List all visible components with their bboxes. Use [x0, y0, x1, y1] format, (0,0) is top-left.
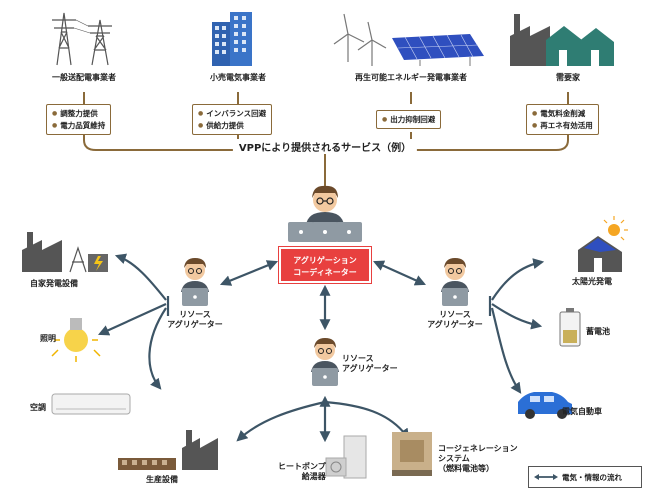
label-private-generator: 自家発電設備	[30, 279, 78, 288]
service-item: 調整力提供	[52, 108, 105, 120]
resource-aggregator-bottom-icon	[311, 338, 339, 386]
service-item: 出力抑制回避	[382, 114, 435, 126]
electric-vehicle-icon	[518, 392, 572, 419]
label-production: 生産設備	[146, 475, 178, 484]
private-generator-icon	[22, 232, 108, 273]
service-box-renewable: 出力抑制回避	[376, 110, 442, 129]
service-item: インバランス回避	[198, 108, 266, 120]
aggregation-coordinator-box: アグリゲーション コーディネーター	[279, 247, 371, 283]
coordinator-person-icon	[288, 185, 362, 242]
actor-label-retail: 小売電気事業者	[210, 73, 266, 82]
service-item: 電気料金削減	[532, 108, 593, 120]
production-equipment-icon	[118, 430, 218, 470]
cogen-line1: コージェネレーション	[438, 444, 518, 453]
double-arrow-icon	[534, 474, 558, 480]
heat-pump-icon	[325, 435, 367, 479]
cogen-line2: システム	[438, 454, 470, 463]
label-solar: 太陽光発電	[572, 277, 612, 286]
building-icon	[212, 12, 252, 66]
resource-aggregator-right-label: リソース アグリゲーター	[427, 310, 483, 330]
label-battery: 蓄電池	[586, 327, 610, 336]
ra-line1: リソース	[342, 354, 374, 363]
label-heatpump: ヒートポンプ 給湯器	[278, 462, 326, 482]
resource-aggregator-left-icon	[181, 258, 209, 306]
lighting-icon	[51, 318, 101, 362]
label-cogeneration: コージェネレーション システム （燃料電池等）	[438, 444, 518, 474]
transmission-tower-icon	[52, 12, 112, 66]
legend-label: 電気・情報の流れ	[562, 472, 622, 482]
storage-battery-icon	[559, 308, 581, 347]
service-box-retail: インバランス回避 供給力提供	[192, 104, 273, 135]
coordinator-line2: コーディネーター	[293, 268, 357, 277]
coordinator-line1: アグリゲーション	[293, 256, 357, 265]
ra-line2: アグリゲーター	[342, 364, 398, 373]
actor-label-transmission: 一般送配電事業者	[52, 73, 116, 82]
ra-line2: アグリゲーター	[167, 320, 223, 329]
cogeneration-icon	[392, 432, 432, 476]
ra-line2: アグリゲーター	[427, 320, 483, 329]
ra-line1: リソース	[439, 310, 471, 319]
ra-line1: リソース	[179, 310, 211, 319]
legend: 電気・情報の流れ	[528, 466, 642, 488]
heatpump-line1: ヒートポンプ	[278, 462, 326, 471]
heatpump-line2: 給湯器	[301, 472, 326, 481]
wind-solar-icon	[333, 13, 484, 66]
label-lighting: 照明	[40, 334, 56, 343]
solar-power-icon	[578, 216, 628, 272]
actor-label-renewable: 再生可能エネルギー発電事業者	[355, 73, 467, 82]
resource-aggregator-right-icon	[441, 258, 469, 306]
vpp-services-label: VPPにより提供されるサービス（例）	[232, 139, 418, 154]
flow-arrows	[97, 253, 545, 443]
service-item: 供給力提供	[198, 120, 266, 132]
air-conditioner-icon	[51, 393, 131, 415]
service-item: 電力品質維持	[52, 120, 105, 132]
factory-houses-icon	[510, 14, 614, 66]
service-item: 再エネ有効活用	[532, 120, 593, 132]
service-box-transmission: 調整力提供 電力品質維持	[46, 104, 112, 135]
label-air-conditioner: 空調	[30, 403, 46, 412]
actor-label-consumer: 需要家	[556, 73, 580, 82]
resource-aggregator-left-label: リソース アグリゲーター	[167, 310, 223, 330]
resource-aggregator-bottom-label: リソース アグリゲーター	[342, 354, 398, 374]
cogen-line3: （燃料電池等）	[438, 464, 494, 473]
label-ev: 電気自動車	[562, 407, 602, 416]
service-box-consumer: 電気料金削減 再エネ有効活用	[526, 104, 599, 135]
